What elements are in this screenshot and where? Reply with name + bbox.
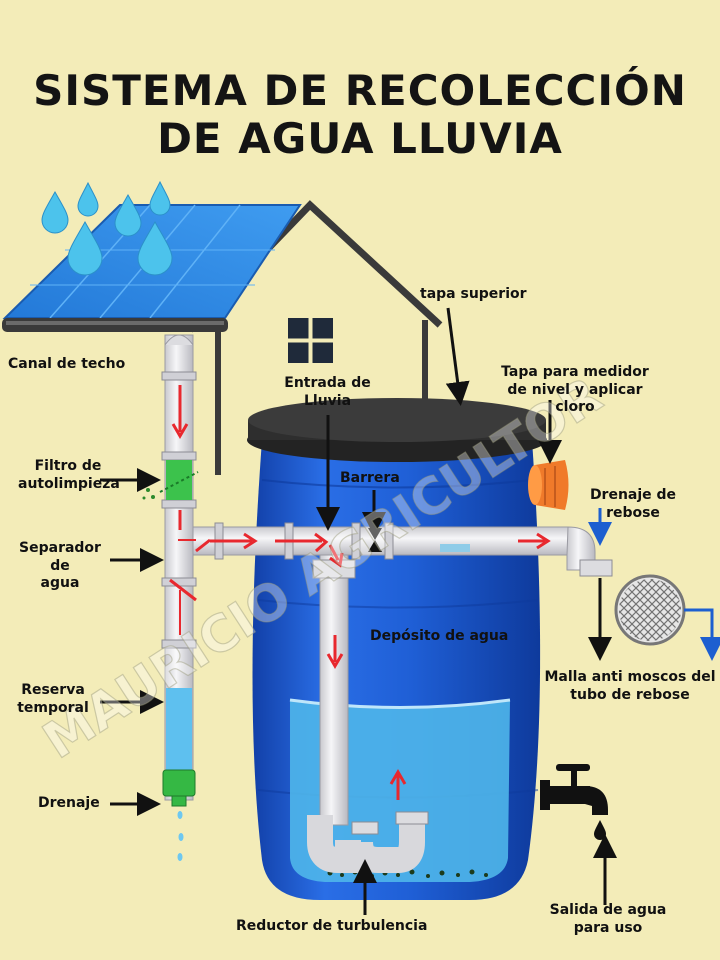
label-filtro: Filtro de autolimpieza xyxy=(18,458,120,493)
label-drenaje-rebose: Drenaje de rebose xyxy=(578,487,688,522)
label-tapa-medidor-line2: de nivel y aplicar xyxy=(507,381,643,398)
label-tapa-medidor-line1: Tapa para medidor xyxy=(501,364,649,380)
label-malla-line2: tubo de rebose xyxy=(570,686,690,703)
label-reductor: Reductor de turbulencia xyxy=(236,918,428,934)
label-separador-line2: agua xyxy=(40,575,80,591)
label-separador: Separador de agua xyxy=(10,540,110,593)
faucet-icon xyxy=(540,764,608,840)
raindrop-icons xyxy=(41,180,173,276)
flow-arrows xyxy=(171,385,551,800)
self-cleaning-filter xyxy=(166,460,192,500)
label-tapa-medidor: Tapa para medidor de nivel y aplicar clo… xyxy=(500,364,650,417)
label-reserva-line1: Reserva xyxy=(21,682,85,698)
label-malla: Malla anti moscos del tubo de rebose xyxy=(540,669,720,704)
label-deposito: Depósito de agua xyxy=(370,628,509,644)
label-reserva-line2: temporal xyxy=(17,699,89,716)
inlet-pipe xyxy=(192,522,429,873)
label-malla-line1: Malla anti moscos del xyxy=(544,669,716,685)
label-tapa-superior: tapa superior xyxy=(420,286,527,302)
drain-cap xyxy=(162,769,196,797)
label-drenaje-rebose-line1: Drenaje de xyxy=(589,487,677,503)
label-salida: Salida de agua para uso xyxy=(548,902,668,937)
tank-lid xyxy=(247,398,547,462)
level-meter-cap xyxy=(528,460,569,510)
title-line-1: SISTEMA DE RECOLECCIÓN xyxy=(33,66,687,115)
barrier xyxy=(368,540,382,552)
title-line-2: DE AGUA LLUVIA xyxy=(157,114,563,163)
label-filtro-line2: autolimpieza xyxy=(18,475,120,492)
label-drenaje: Drenaje xyxy=(38,795,100,811)
label-salida-line1: Salida de agua xyxy=(549,902,667,918)
blue-pointers xyxy=(588,508,720,661)
filter-debris xyxy=(142,488,155,500)
label-tapa-medidor-line3: cloro xyxy=(555,399,595,415)
pointer-lines xyxy=(100,307,617,915)
window-icon xyxy=(288,318,333,363)
drain-drops xyxy=(177,811,184,861)
label-salida-line2: para uso xyxy=(573,919,643,936)
label-reserva: Reserva temporal xyxy=(8,682,98,717)
label-barrera: Barrera xyxy=(340,470,400,486)
label-drenaje-rebose-line2: rebose xyxy=(606,504,660,521)
label-entrada: Entrada de Lluvia xyxy=(275,375,380,410)
label-filtro-line1: Filtro de xyxy=(34,458,102,474)
label-entrada-line2: Lluvia xyxy=(303,392,352,409)
temporary-reserve-water xyxy=(166,688,192,770)
label-canal-techo: Canal de techo xyxy=(8,356,126,372)
label-separador-line1: Separador de xyxy=(19,540,101,574)
label-entrada-line1: Entrada de xyxy=(284,375,371,391)
